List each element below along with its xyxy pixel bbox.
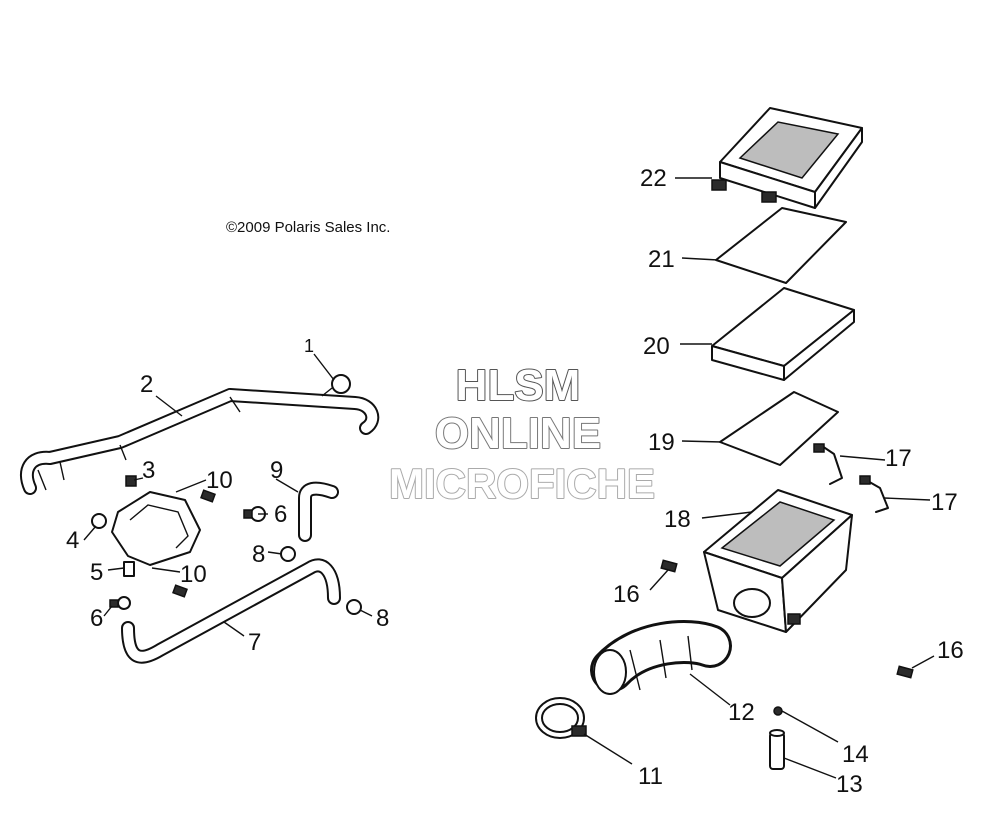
callout-17-upper: 17 <box>885 445 912 472</box>
callouts: 1 2 3 10 9 6 4 5 10 8 6 8 7 22 21 20 19 … <box>66 165 964 798</box>
callout-22: 22 <box>640 165 667 192</box>
callout-10-lower: 10 <box>180 561 207 588</box>
callout-14: 14 <box>842 741 869 768</box>
callout-6-lower: 6 <box>90 605 103 632</box>
part-21-prefilter-sheet <box>715 207 847 284</box>
callout-1: 1 <box>304 336 314 356</box>
watermark-line-2: ONLINE <box>435 409 601 458</box>
part-6-clamp-lower <box>109 596 131 610</box>
watermark-line-3: MICROFICHE <box>389 460 655 507</box>
copyright-text: ©2009 Polaris Sales Inc. <box>226 219 390 236</box>
callout-9: 9 <box>270 457 283 484</box>
callout-4: 4 <box>66 527 79 554</box>
callout-5: 5 <box>90 559 103 586</box>
callout-8-lower: 8 <box>376 605 389 632</box>
part-1-clamp <box>321 374 351 397</box>
part-18-airbox-base <box>703 489 853 633</box>
part-10-bolt-upper <box>200 489 216 503</box>
callout-21: 21 <box>648 246 675 273</box>
callout-18: 18 <box>664 506 691 533</box>
leader-lines <box>83 177 935 779</box>
callout-8-upper: 8 <box>252 541 265 568</box>
part-5-bracket <box>111 491 201 577</box>
part-17-bracket-lower <box>859 475 889 513</box>
part-11-clamp <box>535 697 587 739</box>
callout-13: 13 <box>836 771 863 798</box>
part-10-bolt-lower <box>172 584 188 598</box>
callout-19: 19 <box>648 429 675 456</box>
part-22-airbox-lid <box>711 107 863 209</box>
callout-3: 3 <box>142 457 155 484</box>
callout-7: 7 <box>248 629 261 656</box>
part-20-filter-element <box>711 287 855 381</box>
part-12-intake-boot <box>590 620 732 695</box>
part-17-bracket-upper <box>813 443 843 485</box>
callout-6-upper: 6 <box>274 501 287 528</box>
part-16-bolt-right <box>896 665 914 679</box>
callout-10-upper: 10 <box>206 467 233 494</box>
watermark-line-1: HLSM <box>456 361 581 410</box>
watermark: HLSM ONLINE MICROFICHE <box>388 360 656 508</box>
callout-12: 12 <box>728 699 755 726</box>
callout-16-right: 16 <box>937 637 964 664</box>
callout-16-left: 16 <box>613 581 640 608</box>
part-8-clamp-upper <box>280 546 296 562</box>
part-8-clamp-lower <box>346 599 362 615</box>
part-7-hose <box>121 558 341 664</box>
part-4-clamp <box>91 513 107 529</box>
part-14-cap <box>773 706 783 716</box>
callout-17-lower: 17 <box>931 489 958 516</box>
part-16-bolt-left <box>660 559 678 573</box>
callout-2: 2 <box>140 371 153 398</box>
part-2-breather-hose <box>19 388 380 495</box>
part-19-screen <box>719 391 839 466</box>
part-13-drain-tube <box>769 729 785 770</box>
part-3-bolt <box>125 475 137 487</box>
callout-20: 20 <box>643 333 670 360</box>
callout-11: 11 <box>638 763 663 790</box>
part-9-elbow-hose <box>298 481 339 542</box>
